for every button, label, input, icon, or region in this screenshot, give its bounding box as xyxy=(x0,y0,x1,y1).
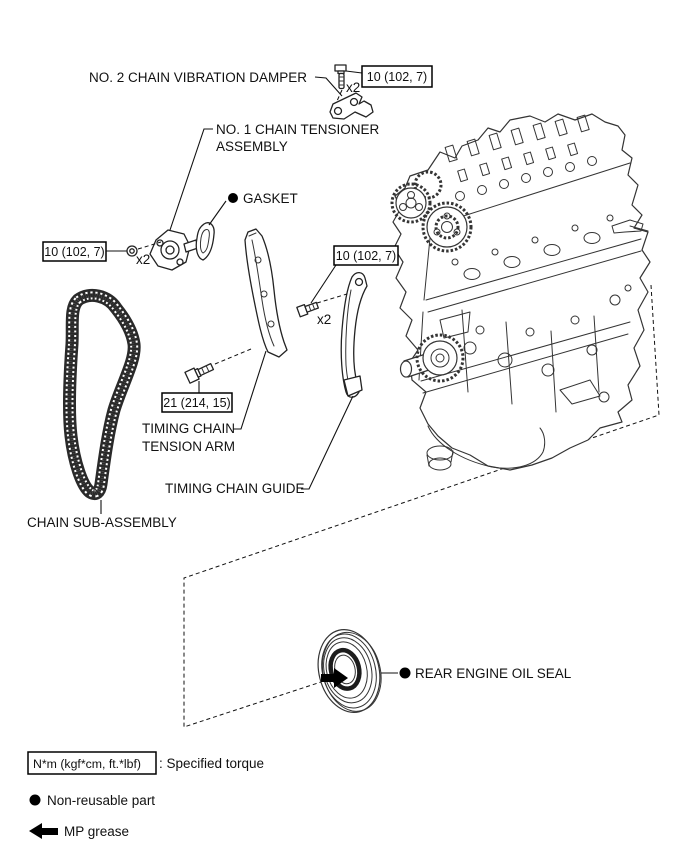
torque-value-pivot: 21 (214, 15) xyxy=(163,396,230,410)
tensioner-nut-count: x2 xyxy=(136,252,150,267)
chain-guide-illustration xyxy=(340,271,368,398)
torque-value-tensioner: 10 (102, 7) xyxy=(44,245,104,259)
chain-tensioner-illustration xyxy=(149,229,199,271)
legend-torque-unit: N*m (kgf*cm, ft.*lbf) xyxy=(33,757,141,771)
chain-sub-assembly-label: CHAIN SUB-ASSEMBLY xyxy=(27,515,177,530)
torque-box-damper: 10 (102, 7) xyxy=(361,65,433,88)
damper-bolt-dashed xyxy=(336,89,343,102)
chain-guide-label: TIMING CHAIN GUIDE xyxy=(165,481,305,496)
engine-cam-gears xyxy=(390,170,473,253)
damper-bolt-count: x2 xyxy=(346,80,360,95)
torque-box-tensioner: 10 (102, 7) xyxy=(42,241,107,262)
oil-seal-illustration xyxy=(317,629,382,713)
guide-box-leader xyxy=(310,264,337,304)
no1-tensioner-label-line2: ASSEMBLY xyxy=(216,139,288,154)
no1-tensioner-leader xyxy=(167,128,213,237)
legend: N*m (kgf*cm, ft.*lbf) : Specified torque… xyxy=(27,751,264,839)
mp-grease-arrow-icon xyxy=(321,668,348,688)
no2-damper-leader xyxy=(314,76,343,97)
projection-plane-dashed xyxy=(183,284,660,728)
engine-crank-sprocket xyxy=(399,333,465,383)
pivot-bolt-dashed xyxy=(214,348,252,365)
timing-chain-illustration xyxy=(62,288,141,501)
guide-bolt-dashed xyxy=(316,293,348,304)
torque-box-pivot: 21 (214, 15) xyxy=(161,392,233,413)
legend-torque-desc: : Specified torque xyxy=(159,756,264,771)
tension-arm-leader xyxy=(233,350,267,430)
engine-cam-lobes xyxy=(455,156,597,201)
engine-block-details xyxy=(439,284,632,413)
engine-head-details xyxy=(451,214,649,280)
tension-arm-illustration xyxy=(244,228,288,358)
engine-illustration xyxy=(390,113,651,471)
legend-torque-box xyxy=(27,751,157,775)
torque-box-guide: 10 (102, 7) xyxy=(333,245,399,266)
non-reusable-marker-legend xyxy=(29,794,41,806)
torque-value-damper: 10 (102, 7) xyxy=(367,70,427,84)
guide-bolt-count: x2 xyxy=(317,312,331,327)
gasket-label: GASKET xyxy=(243,191,298,206)
vibration-damper-illustration xyxy=(329,92,374,120)
chain-guide-leader xyxy=(301,395,354,490)
engine-valve-towers xyxy=(444,114,590,183)
torque-value-guide: 10 (102, 7) xyxy=(336,249,396,263)
legend-mp-grease: MP grease xyxy=(64,824,129,839)
no2-damper-label: NO. 2 CHAIN VIBRATION DAMPER xyxy=(89,70,307,85)
tension-arm-label-line2: TENSION ARM xyxy=(142,439,235,454)
gasket-leader xyxy=(208,200,227,226)
engine-oil-pan xyxy=(426,425,546,471)
tension-arm-pivot-bolt-icon xyxy=(184,362,215,384)
oil-seal-label: REAR ENGINE OIL SEAL xyxy=(415,666,572,681)
gasket-illustration xyxy=(195,222,215,261)
damper-bolt-icon xyxy=(334,64,347,90)
legend-non-reusable: Non-reusable part xyxy=(47,793,155,808)
tension-arm-label-line1: TIMING CHAIN xyxy=(142,421,235,436)
non-reusable-marker-gasket xyxy=(228,193,238,203)
mp-grease-arrow-legend-icon xyxy=(29,823,58,839)
non-reusable-marker-seal xyxy=(399,667,411,679)
guide-bolt-icon xyxy=(296,301,320,318)
tensioner-nut-icon xyxy=(126,245,138,257)
engine-silhouette xyxy=(392,113,651,471)
damper-box-leader xyxy=(345,70,363,74)
no1-tensioner-label-line1: NO. 1 CHAIN TENSIONER xyxy=(216,122,380,137)
